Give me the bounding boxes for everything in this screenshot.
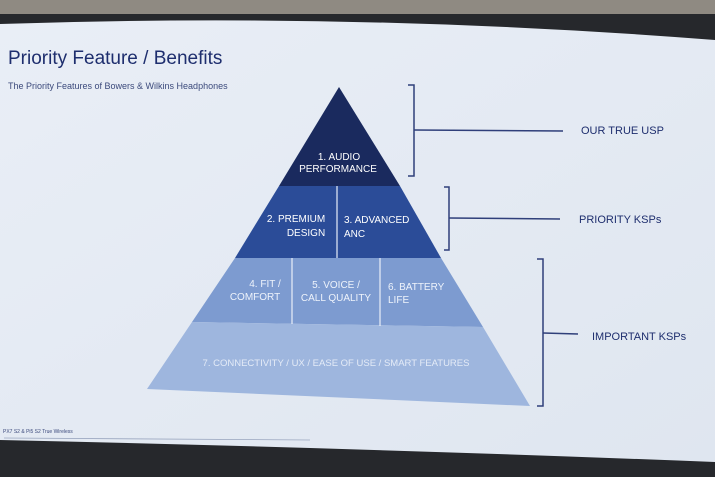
page-title: Priority Feature / Benefits	[8, 48, 222, 69]
tier-2-cell-2-line-2: ANC	[344, 229, 365, 240]
footer-rule	[3, 437, 311, 441]
tier-3-bg	[192, 258, 483, 327]
tier-4-bg	[147, 322, 530, 406]
bracket-important-line	[537, 258, 544, 407]
pyramid: 1. AUDIO PERFORMANCE 2. PREMIUM DESIGN 3…	[147, 87, 530, 406]
tier-3-cell-3-line-2: LIFE	[388, 295, 409, 306]
tier-3-cell-2-line-1: 5. VOICE /	[312, 280, 360, 291]
bracket-usp: OUR TRUE USP	[408, 84, 664, 177]
bracket-important-label: IMPORTANT KSPs	[592, 331, 687, 343]
tier-2-bg	[235, 186, 441, 258]
page-subtitle: The Priority Features of Bowers & Wilkin…	[8, 81, 228, 91]
bracket-important-connector	[542, 332, 579, 335]
bracket-important: IMPORTANT KSPs	[537, 258, 687, 407]
bracket-usp-connector	[413, 129, 564, 132]
tier-2-cell-2-line-1: 3. ADVANCED	[344, 215, 409, 226]
tier-3-cell-3-line-1: 6. BATTERY	[388, 282, 445, 293]
tier-4-line-1: 7. CONNECTIVITY / UX / EASE OF USE / SMA…	[203, 358, 470, 369]
tier-3-cell-2-line-2: CALL QUALITY	[301, 293, 372, 304]
tier-1-line-2: PERFORMANCE	[299, 164, 377, 175]
tier-2-cell-1-line-2: DESIGN	[287, 228, 325, 239]
tier-1-line-1: 1. AUDIO	[318, 152, 360, 163]
bracket-priority-label: PRIORITY KSPs	[579, 214, 662, 226]
tier-3-cell-1-line-1: 4. FIT /	[249, 279, 281, 290]
tier-3-cell-1-line-2: COMFORT	[230, 292, 280, 303]
footer-text: PX7 S2 & Pi5 S2 True Wireless	[3, 429, 73, 435]
bracket-usp-label: OUR TRUE USP	[581, 125, 664, 137]
tier-1-bg	[279, 87, 400, 186]
wall	[0, 0, 715, 14]
bracket-priority: PRIORITY KSPs	[444, 186, 662, 251]
tier-2-cell-1-line-1: 2. PREMIUM	[267, 214, 325, 225]
bracket-priority-connector	[448, 217, 561, 220]
